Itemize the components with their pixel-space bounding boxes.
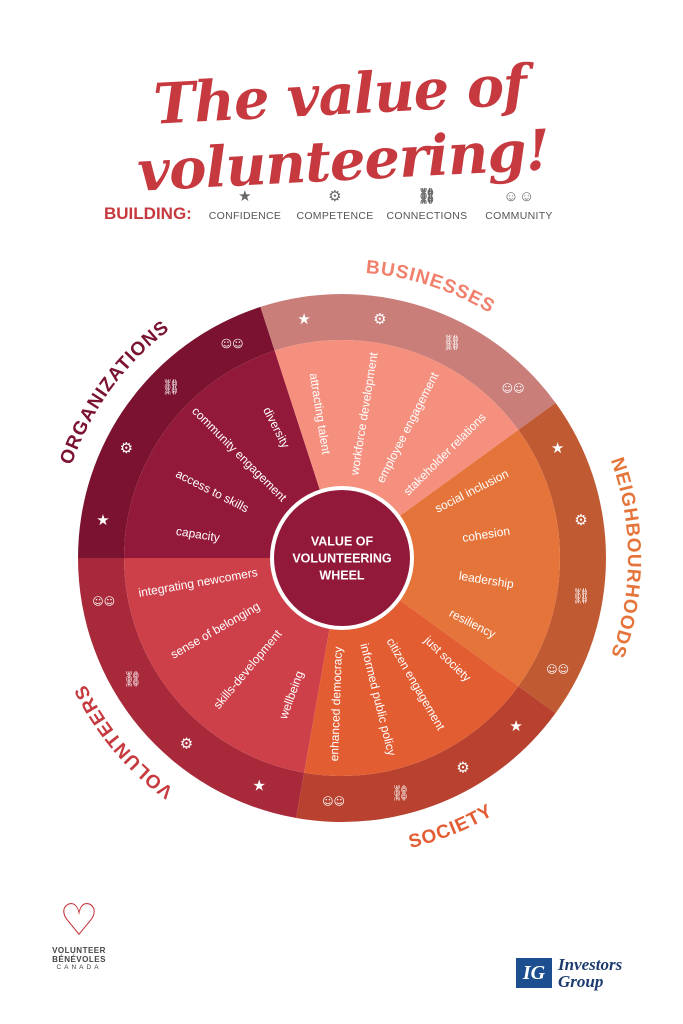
- people-icon: ☺☺: [221, 337, 244, 350]
- sector-inner: [124, 558, 342, 773]
- gears-icon: ⚙: [456, 759, 469, 777]
- sector-neighbourhoods: ★⚙⛓☺☺social inclusioncohesionleadershipr…: [342, 402, 607, 714]
- star-icon: ★: [96, 511, 109, 529]
- people-icon: ☺☺: [503, 188, 535, 205]
- chain-link-icon: ⛓: [442, 333, 461, 351]
- legend-competence: ⚙ COMPETENCE: [288, 186, 382, 222]
- heart-logo-icon: ♡: [59, 895, 99, 946]
- legend-label: COMMUNITY: [485, 210, 553, 222]
- sector-outer-ring: [260, 294, 556, 430]
- legend-label: COMPETENCE: [296, 210, 374, 222]
- legend-label: CONNECTIONS: [386, 210, 468, 222]
- sector-outer-ring: [78, 558, 305, 818]
- logo-line: CANADA: [56, 964, 102, 971]
- chain-link-icon: ⛓: [391, 784, 410, 802]
- sector-inner: [124, 350, 342, 558]
- chain-link-icon: ⛓: [571, 587, 590, 605]
- people-icon: ☺☺: [322, 795, 345, 808]
- legend-confidence: ★ CONFIDENCE: [198, 186, 292, 222]
- chain-link-icon: ⛓: [161, 378, 180, 396]
- star-icon: ★: [509, 717, 522, 735]
- sector-inner: [342, 429, 561, 687]
- gears-icon: ⚙: [120, 439, 133, 457]
- people-icon: ☺☺: [546, 663, 569, 676]
- star-icon: ★: [551, 439, 564, 457]
- hub-label: WHEEL: [319, 568, 365, 582]
- people-icon: ☺☺: [502, 382, 525, 395]
- legend-community: ☺☺ COMMUNITY: [472, 186, 566, 222]
- legend-label: CONFIDENCE: [208, 210, 282, 222]
- star-icon: ★: [238, 188, 252, 205]
- gears-icon: ⚙: [574, 511, 587, 529]
- gears-icon: ⚙: [180, 734, 193, 752]
- hub-label: VALUE OF: [311, 534, 374, 548]
- star-icon: ★: [253, 776, 266, 794]
- gears-icon: ⚙: [373, 310, 386, 328]
- star-icon: ★: [297, 310, 310, 328]
- logo-line: BÉNÉVOLES: [52, 955, 106, 964]
- ig-line1: Investors: [558, 955, 623, 974]
- legend-connections: ⛓ CONNECTIONS: [380, 186, 474, 222]
- building-legend: BUILDING: ★ CONFIDENCE ⚙ COMPETENCE ⛓ CO…: [100, 186, 570, 230]
- hub-circle: [274, 490, 410, 626]
- gears-icon: ⚙: [328, 188, 342, 205]
- logo-line: VOLUNTEER: [52, 946, 106, 955]
- sector-outer-ring: [296, 686, 556, 822]
- sector-title: NEIGHBOURHOODS: [606, 455, 644, 661]
- chain-link-icon: ⛓: [417, 188, 437, 205]
- investors-group-logo: IG Investors Group: [516, 956, 656, 992]
- hub-label: VOLUNTEERING: [292, 551, 391, 565]
- chain-link-icon: ⛓: [123, 670, 142, 688]
- wheel-item-label: capacity: [175, 524, 221, 545]
- sector-outer-ring: [518, 402, 607, 714]
- volunteer-canada-logo: ♡ VOLUNTEER BÉNÉVOLES CANADA: [34, 895, 124, 972]
- ig-name: Investors Group: [558, 956, 622, 990]
- wheel-item-label: enhanced democracy: [327, 646, 345, 761]
- people-icon: ☺☺: [92, 595, 115, 608]
- ig-line2: Group: [558, 972, 604, 991]
- building-label: BUILDING:: [104, 204, 192, 223]
- ig-mark: IG: [516, 958, 552, 988]
- sector-outer-ring: [78, 306, 275, 558]
